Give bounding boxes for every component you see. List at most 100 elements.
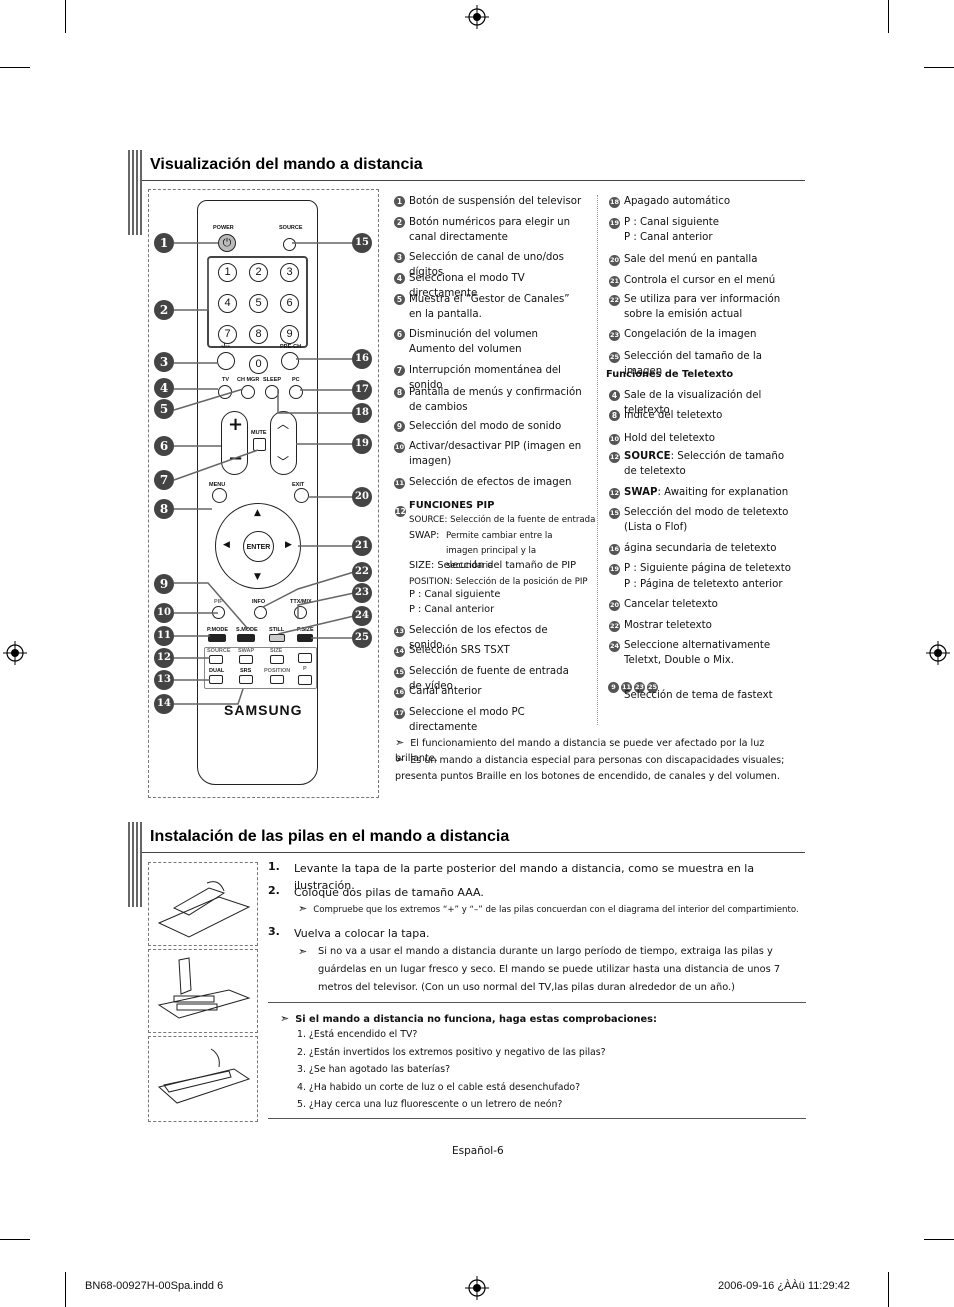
item-text: Hold del teletexto: [624, 433, 715, 444]
item-number-badge: 15: [609, 508, 620, 519]
item-number: 24: [609, 638, 624, 653]
callout-leader-lines: [173, 242, 355, 705]
arrow-left-icon: ◀: [223, 540, 230, 550]
callout-number-5: 5: [154, 399, 174, 419]
power-button-icon: ⏻: [218, 234, 236, 252]
callout-number-16: 16: [352, 349, 372, 369]
item-text-rest: : Selección de tamaño de teletexto: [624, 451, 785, 477]
item-bold-label: SOURCE: [624, 451, 671, 462]
description-item: 16 Canal anterior: [394, 684, 584, 699]
description-item: 9 Selección del modo de sonido: [394, 419, 584, 434]
battery-step-3-illustration: [148, 1036, 258, 1122]
pip-swap-desc: Permite cambiar entre la imagen principa…: [446, 531, 553, 571]
item-number-badge: 19: [609, 218, 620, 229]
item-number: 11: [394, 475, 409, 490]
source-label: SOURCE: [279, 225, 303, 231]
step-number: 3.: [268, 925, 280, 938]
item-number: 5: [394, 292, 409, 307]
page-number: Español-6: [452, 1145, 504, 1157]
section-bar: [128, 150, 142, 235]
battery-step-1-illustration: [148, 862, 258, 946]
item-number-badge: 11: [394, 478, 405, 489]
item-text: Selección de efectos de imagen: [409, 477, 572, 488]
item-number: 12: [609, 485, 624, 500]
pc-button-icon: [289, 385, 303, 399]
fastext-number-badge: 23: [634, 682, 645, 693]
section-bar: [128, 822, 142, 907]
section-title: Visualización del mando a distancia: [150, 156, 423, 173]
chmgr-label: CH MGR: [237, 377, 260, 383]
pip-swap-key: SWAP:: [409, 530, 440, 541]
item-text: Botón de suspensión del televisor: [409, 196, 582, 207]
dual-label: DUAL: [209, 668, 225, 674]
item-number-badge: 19: [609, 564, 620, 575]
item-number: 23: [609, 327, 624, 342]
callout-number-25: 25: [352, 628, 372, 648]
callout-number-18: 18: [352, 403, 372, 423]
item-number-badge: 12: [609, 488, 620, 499]
step-2-note: ➣Compruebe que los extremos “+” y “–” de…: [298, 902, 799, 915]
item-number-badge: 13: [394, 626, 405, 637]
description-item: 11 Selección de efectos de imagen: [394, 475, 584, 490]
pmode-button-icon: [208, 634, 226, 642]
ttxmix-label: TTX/MIX: [290, 599, 312, 605]
item-number: 22: [609, 292, 624, 307]
item-text: Seleccione el modo PC directamente: [409, 707, 525, 733]
enter-button: ENTER: [243, 531, 274, 562]
item-text: ágina secundaria de teletexto: [624, 543, 777, 554]
power-label: POWER: [213, 225, 234, 231]
callout-number-10: 10: [154, 603, 174, 623]
item-number-badge: 14: [394, 646, 405, 657]
item-number: 7: [394, 363, 409, 378]
prech-label: PRE-CH: [280, 344, 302, 350]
section-rule: [142, 180, 805, 181]
callout-number-6: 6: [154, 436, 174, 456]
pip-size-desc: SIZE: Selección del tamaño de PIP: [409, 560, 577, 571]
item-text: Selección del modo de sonido: [409, 421, 562, 432]
description-item: 19 P : Siguiente página de teletexto: [609, 561, 799, 576]
item-number-badge: 5: [394, 294, 405, 305]
digit-button: 3: [280, 263, 299, 282]
footer-filename: BN68-00927H-00Spa.indd 6: [85, 1280, 224, 1292]
item-number: 15: [394, 664, 409, 679]
callout-number-11: 11: [154, 626, 174, 646]
item-number-badge: 25: [609, 352, 620, 363]
info-label: INFO: [252, 599, 266, 605]
mute-button-icon: [253, 438, 266, 451]
dash-label: -/--: [221, 343, 230, 350]
item-number-badge: 16: [394, 687, 405, 698]
item-text: Canal anterior: [409, 686, 482, 697]
pip-channel-down-desc: P : Canal anterior: [409, 604, 495, 615]
fastext-number-badge: 9: [608, 682, 619, 693]
step-text: Vuelva a colocar la tapa.: [294, 927, 430, 940]
pip-channel-up-icon: [298, 653, 312, 663]
description-item: Aumento del volumen: [394, 342, 584, 357]
callout-number-14: 14: [154, 694, 174, 714]
item-number: 4: [394, 271, 409, 286]
item-number-badge: 20: [609, 255, 620, 266]
section-rule: [142, 852, 805, 853]
note-1: ➣El funcionamiento del mando a distancia…: [395, 736, 765, 764]
callout-number-2: 2: [154, 300, 174, 320]
prech-button-icon: [281, 352, 299, 370]
arrow-down-icon: ▼: [254, 572, 261, 582]
callout-number-21: 21: [352, 536, 372, 556]
digit-button: 1: [218, 263, 237, 282]
source-button-icon: [283, 238, 296, 251]
item-text: P : Siguiente página de teletexto: [624, 563, 791, 574]
item-number-badge: 9: [394, 421, 405, 432]
item-text: P : Canal anterior: [624, 232, 713, 243]
digit-button: 6: [280, 294, 299, 313]
column-divider: [597, 195, 599, 725]
item-number: 16: [394, 684, 409, 699]
